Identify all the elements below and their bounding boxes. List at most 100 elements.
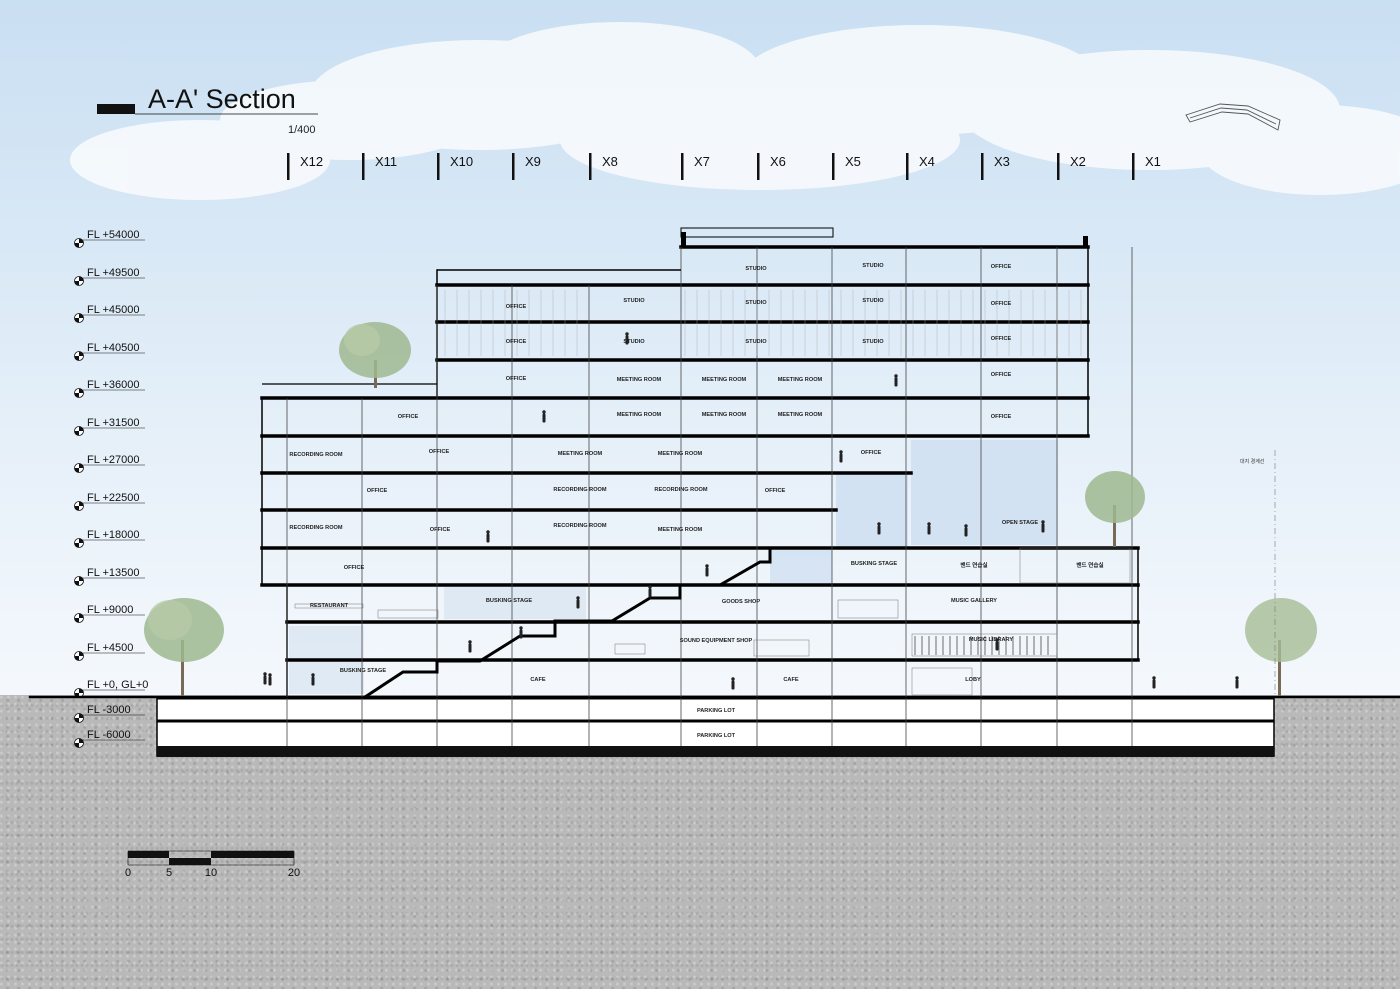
room-label: MUSIC LIBRARY [969, 637, 1013, 643]
tree-right-terrace [1085, 471, 1145, 547]
grid-axis-label: X2 [1070, 154, 1086, 169]
level-label: FL +0, GL+0 [87, 679, 148, 691]
level-marker: FL +45000 [74, 304, 145, 323]
grid-axis-label: X8 [602, 154, 618, 169]
room-label: MEETING ROOM [658, 527, 703, 533]
tree-left-roof [339, 322, 411, 388]
grid-axes: X12 X11 X10 X9 X8 X7 X6 X5 X4 X3 X2 X1 [287, 153, 1161, 180]
room-label: MEETING ROOM [702, 377, 747, 383]
room-label: STUDIO [745, 339, 767, 345]
grid-axis-label: X11 [375, 154, 397, 169]
room-label: OFFICE [991, 414, 1012, 420]
drawing-scale: 1/400 [288, 124, 316, 136]
drawing-title: A-A' Section [148, 84, 296, 114]
room-label: 밴드 연습실 [960, 561, 987, 569]
level-marker: FL +0, GL+0 [74, 679, 148, 698]
room-label: RECORDING ROOM [289, 452, 342, 458]
grid-axis-x12: X12 [287, 153, 323, 180]
room-label: STUDIO [745, 300, 767, 306]
grid-axis-label: X12 [300, 154, 323, 169]
level-marker: FL -3000 [74, 704, 145, 723]
level-markers: FL +54000 FL +49500 FL +45000 FL +40500 FL +… [74, 229, 148, 748]
room-label: PARKING LOT [697, 733, 736, 739]
level-label: FL +40500 [87, 342, 140, 354]
room-label: MEETING ROOM [778, 377, 823, 383]
room-label: OFFICE [344, 565, 365, 571]
room-label: OFFICE [367, 488, 388, 494]
room-label: MEETING ROOM [617, 377, 662, 383]
room-label: MEETING ROOM [702, 412, 747, 418]
level-marker: FL +49500 [74, 267, 145, 286]
grid-axis-label: X10 [450, 154, 473, 169]
room-label: OFFICE [991, 301, 1012, 307]
level-label: FL +18000 [87, 529, 140, 541]
scale-bar-label-20: 20 [288, 867, 300, 879]
grid-axis-x1: X1 [1132, 153, 1161, 180]
room-labels: STUDIO STUDIO OFFICE STUDIO STUDIO STUDIO OFFI… [289, 263, 1103, 739]
room-label: MEETING ROOM [617, 412, 662, 418]
sky-clouds [70, 22, 1400, 200]
room-label: OFFICE [991, 336, 1012, 342]
grid-axis-x5: X5 [832, 153, 861, 180]
room-label: RECORDING ROOM [289, 525, 342, 531]
room-label: OPEN STAGE [1002, 520, 1039, 526]
graphic-scale-bar: 0 5 10 20 [125, 850, 300, 879]
room-label: OFFICE [430, 527, 451, 533]
room-label: LOBY [965, 677, 981, 683]
level-marker: FL +22500 [74, 492, 145, 511]
room-label: MUSIC GALLERY [951, 598, 997, 604]
level-marker: FL +9000 [74, 604, 145, 623]
room-label: RESTAURANT [310, 603, 349, 609]
level-label: FL -3000 [87, 704, 131, 716]
room-label: STUDIO [745, 266, 767, 272]
grid-axis-x3: X3 [981, 153, 1010, 180]
grid-axis-label: X4 [919, 154, 935, 169]
grid-axis-x4: X4 [906, 153, 935, 180]
level-marker: FL -6000 [74, 729, 145, 748]
level-marker: FL +4500 [74, 642, 145, 661]
grid-axis-x8: X8 [589, 153, 618, 180]
key-plan-icon [1185, 103, 1281, 131]
grid-axis-x9: X9 [512, 153, 541, 180]
room-label: STUDIO [623, 339, 645, 345]
grid-axis-x6: X6 [757, 153, 786, 180]
room-label: CAFE [530, 677, 545, 683]
scale-bar-label-5: 5 [166, 867, 172, 879]
room-label: BUSKING STAGE [851, 561, 897, 567]
room-label: STUDIO [862, 263, 884, 269]
site-boundary: 대지 경계선 [1240, 450, 1276, 695]
level-label: FL +54000 [87, 229, 140, 241]
room-label: OFFICE [991, 372, 1012, 378]
level-marker: FL +13500 [74, 567, 145, 586]
room-label: RECORDING ROOM [553, 523, 606, 529]
title-block: A-A' Section 1/400 [97, 84, 318, 136]
grid-axis-label: X1 [1145, 154, 1161, 169]
site-boundary-label: 대지 경계선 [1240, 458, 1265, 465]
grid-axis-label: X3 [994, 154, 1010, 169]
room-label: OFFICE [429, 449, 450, 455]
level-label: FL +4500 [87, 642, 133, 654]
room-label: STUDIO [862, 339, 884, 345]
room-label: OFFICE [506, 339, 527, 345]
grid-axis-x11: X11 [362, 153, 397, 180]
room-label: PARKING LOT [697, 708, 736, 714]
level-label: FL +31500 [87, 417, 140, 429]
level-label: FL +13500 [87, 567, 140, 579]
building-section [28, 227, 1400, 757]
room-label: RECORDING ROOM [654, 487, 707, 493]
room-label: SOUND EQUIPMENT SHOP [680, 638, 753, 644]
room-label: OFFICE [398, 414, 419, 420]
level-label: FL +49500 [87, 267, 140, 279]
scale-bar-label-0: 0 [125, 867, 131, 879]
tree-right-ground [1245, 598, 1317, 696]
tree-left-ground [144, 598, 224, 696]
level-label: FL +22500 [87, 492, 140, 504]
grid-axis-label: X7 [694, 154, 710, 169]
title-bar [97, 104, 135, 114]
grid-axis-label: X6 [770, 154, 786, 169]
room-label: OFFICE [765, 488, 786, 494]
room-label: BUSKING STAGE [340, 668, 386, 674]
room-label: 밴드 연습실 [1076, 561, 1103, 569]
room-label: GOODS SHOP [722, 599, 760, 605]
